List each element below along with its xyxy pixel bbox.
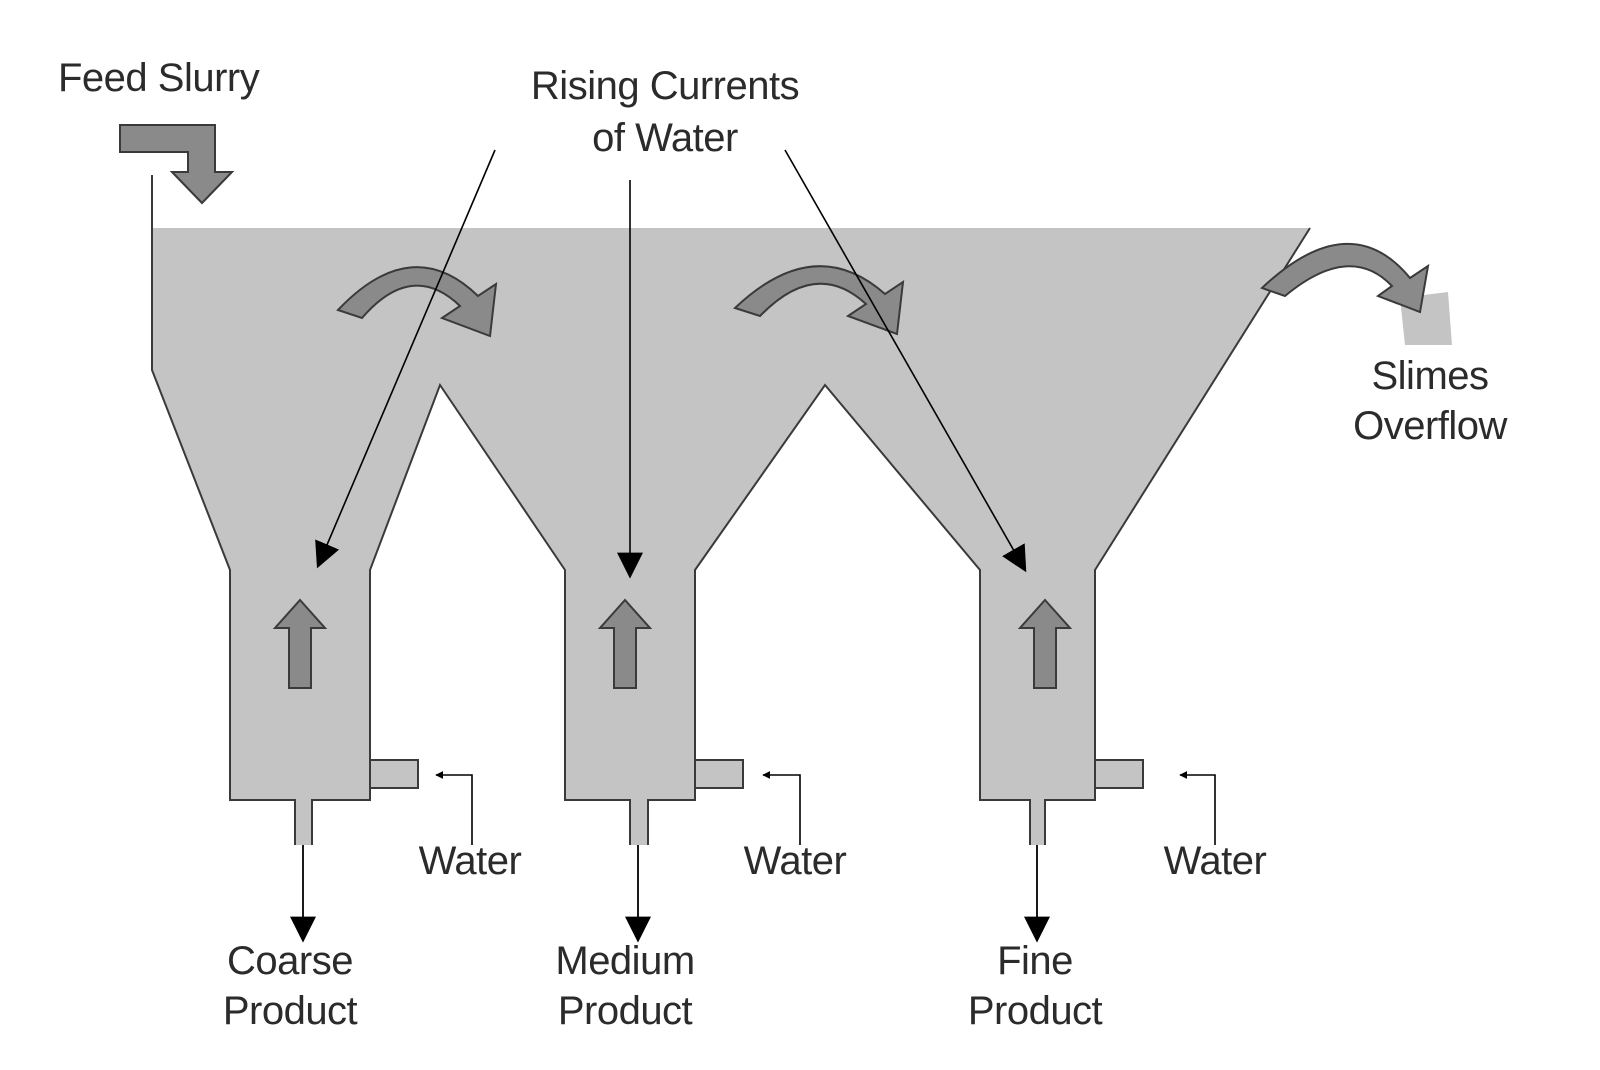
water-inlet-arrow-2 bbox=[762, 771, 801, 845]
water-label-2: Water bbox=[743, 839, 847, 883]
up-arrow-icon bbox=[597, 598, 653, 689]
water-inlet-pipe-2 bbox=[694, 759, 744, 789]
rising-current-pointer-3 bbox=[784, 149, 1027, 573]
water-inlet-pipes bbox=[369, 759, 1144, 789]
coarse-product-label-line1: Coarse bbox=[227, 939, 353, 983]
rising-currents-label-line1: Rising Currents bbox=[530, 64, 800, 108]
water-inlet-pipe-1 bbox=[369, 759, 419, 789]
rising-currents-label-line2: of Water bbox=[592, 116, 738, 160]
curved-arrow-right-icon bbox=[336, 266, 498, 338]
up-arrow-icon bbox=[272, 598, 328, 689]
medium-product-label-line2: Product bbox=[557, 989, 693, 1033]
water-inlet-pipe-3 bbox=[1094, 759, 1144, 789]
bent-down-arrow-icon bbox=[119, 124, 235, 205]
fine-product-label-line2: Product bbox=[967, 989, 1103, 1033]
medium-product-label-line1: Medium bbox=[555, 939, 695, 983]
rising-current-pointer-1 bbox=[315, 149, 496, 569]
water-inlet-arrow-1 bbox=[435, 771, 473, 845]
tank-outline bbox=[151, 175, 1311, 845]
feed-slurry-label: Feed Slurry bbox=[58, 56, 260, 100]
fine-product-label-line1: Fine bbox=[997, 939, 1073, 983]
up-arrow-icon bbox=[1017, 598, 1073, 689]
coarse-product-label-line2: Product bbox=[222, 989, 358, 1033]
curved-arrow-right-icon bbox=[1260, 243, 1430, 314]
classifier-tank bbox=[152, 228, 1310, 845]
slimes-overflow-label-line1: Slimes bbox=[1371, 354, 1489, 398]
water-inlet-arrow-3 bbox=[1179, 771, 1216, 845]
water-label-3: Water bbox=[1163, 839, 1267, 883]
water-label-1: Water bbox=[418, 839, 522, 883]
slimes-overflow-label-line2: Overflow bbox=[1353, 404, 1507, 448]
